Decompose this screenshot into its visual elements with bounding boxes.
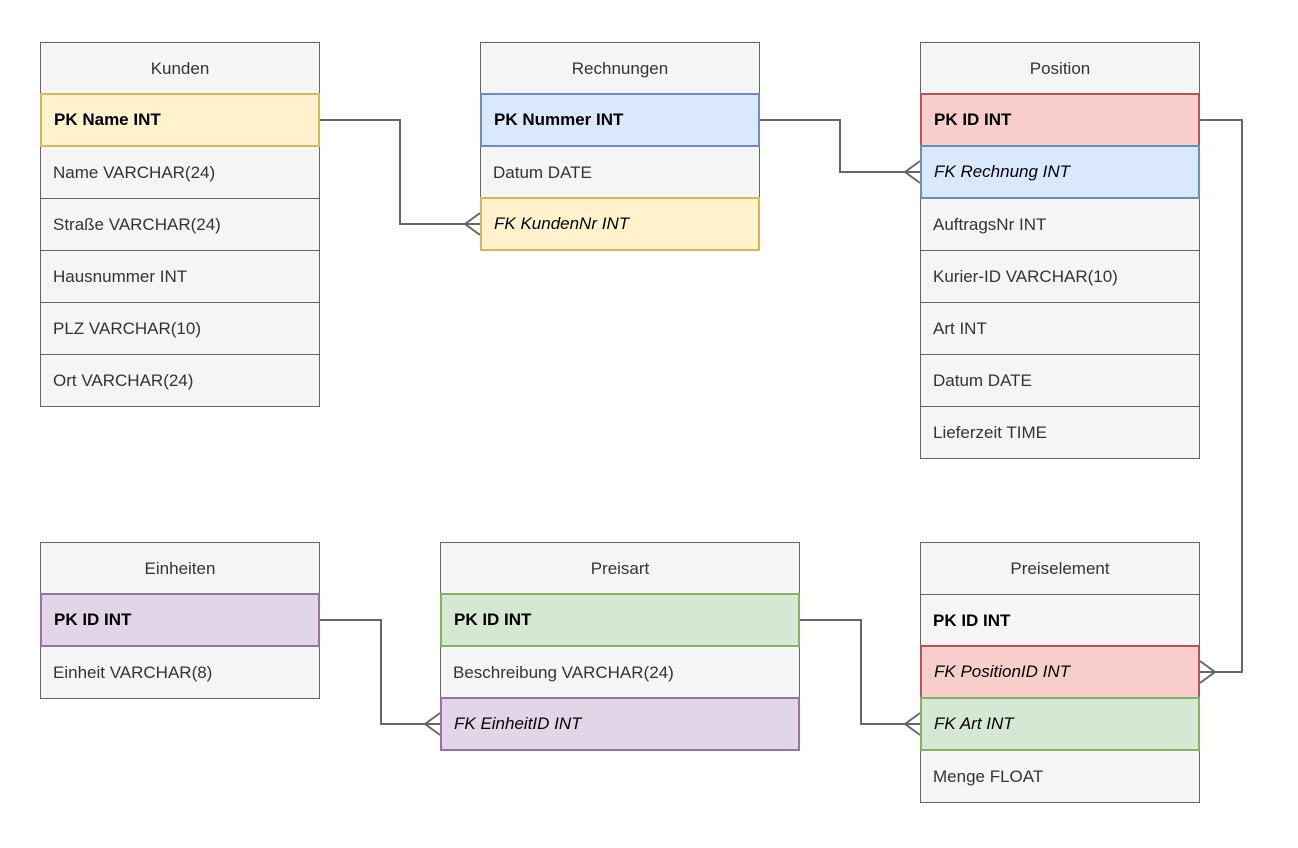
row-position-3[interactable]: Kurier-ID VARCHAR(10) — [920, 250, 1200, 303]
relationship-preisart-to-preiselement[interactable] — [800, 619, 921, 736]
row-label: AuftragsNr INT — [933, 214, 1047, 234]
row-kunden-4[interactable]: PLZ VARCHAR(10) — [40, 302, 320, 355]
row-label: PK ID INT — [933, 610, 1011, 630]
entity-header-position[interactable]: Position — [920, 42, 1200, 95]
row-label: Menge FLOAT — [933, 766, 1044, 786]
row-label: Hausnummer INT — [53, 266, 188, 286]
entity-rechnungen[interactable]: Rechnungen PK Nummer INT Datum DATE FK Kund… — [480, 42, 760, 251]
row-label: Kurier-ID VARCHAR(10) — [933, 266, 1118, 286]
row-position-4[interactable]: Art INT — [920, 302, 1200, 355]
row-label: PK ID INT — [934, 110, 1012, 129]
row-preisart-2[interactable]: FK EinheitID INT — [440, 697, 800, 751]
entity-header-preiselement[interactable]: Preiselement — [920, 542, 1200, 595]
row-label: Name VARCHAR(24) — [53, 162, 216, 182]
entity-position[interactable]: Position PK ID INT FK Rechnung INT Auftrags… — [920, 42, 1200, 459]
row-label: PK ID INT — [454, 610, 532, 629]
row-label: Art INT — [933, 318, 987, 338]
row-label: PK Nummer INT — [494, 110, 624, 129]
row-label: Datum DATE — [933, 370, 1032, 390]
entity-preisart[interactable]: Preisart PK ID INT Beschreibung VARCHAR(24… — [440, 542, 800, 751]
row-preiselement-0[interactable]: PK ID INT — [920, 594, 1200, 647]
row-label: FK KundenNr INT — [494, 214, 630, 233]
row-kunden-2[interactable]: Straße VARCHAR(24) — [40, 198, 320, 251]
entity-title: Kunden — [150, 58, 210, 78]
entity-header-rechnungen[interactable]: Rechnungen — [480, 42, 760, 95]
entity-preiselement[interactable]: Preiselement PK ID INT FK PositionID INT FK… — [920, 542, 1200, 803]
row-kunden-1[interactable]: Name VARCHAR(24) — [40, 146, 320, 199]
row-label: Datum DATE — [493, 162, 592, 182]
entity-header-kunden[interactable]: Kunden — [40, 42, 320, 95]
row-position-2[interactable]: AuftragsNr INT — [920, 198, 1200, 251]
relationship-position-to-preiselement[interactable] — [1199, 119, 1243, 684]
row-preiselement-2[interactable]: FK Art INT — [920, 697, 1200, 751]
row-einheiten-0[interactable]: PK ID INT — [40, 593, 320, 647]
row-label: PK Name INT — [54, 110, 161, 129]
row-preiselement-3[interactable]: Menge FLOAT — [920, 750, 1200, 803]
row-rechnungen-2[interactable]: FK KundenNr INT — [480, 197, 760, 251]
entity-title: Rechnungen — [571, 58, 669, 78]
entity-title: Position — [1029, 58, 1091, 78]
row-label: Einheit VARCHAR(8) — [53, 662, 213, 682]
row-label: Straße VARCHAR(24) — [53, 214, 221, 234]
row-label: Ort VARCHAR(24) — [53, 370, 194, 390]
entity-title: Preisart — [590, 558, 650, 578]
row-kunden-5[interactable]: Ort VARCHAR(24) — [40, 354, 320, 407]
relationship-kunden-to-rechnungen[interactable] — [320, 119, 481, 236]
relationship-rechnungen-to-position[interactable] — [760, 119, 921, 184]
row-label: PLZ VARCHAR(10) — [53, 318, 201, 338]
row-position-5[interactable]: Datum DATE — [920, 354, 1200, 407]
entity-title: Preiselement — [1010, 558, 1110, 578]
row-label: FK EinheitID INT — [454, 714, 582, 733]
row-preisart-0[interactable]: PK ID INT — [440, 593, 800, 647]
entity-kunden[interactable]: Kunden PK Name INT Name VARCHAR(24) Straße … — [40, 42, 320, 407]
row-kunden-0[interactable]: PK Name INT — [40, 93, 320, 147]
row-preiselement-1[interactable]: FK PositionID INT — [920, 645, 1200, 699]
row-rechnungen-1[interactable]: Datum DATE — [480, 146, 760, 199]
relationship-einheiten-to-preisart[interactable] — [320, 619, 441, 736]
row-label: FK Art INT — [934, 714, 1014, 733]
row-preisart-1[interactable]: Beschreibung VARCHAR(24) — [440, 646, 800, 699]
row-label: FK PositionID INT — [934, 662, 1071, 681]
row-label: Beschreibung VARCHAR(24) — [453, 662, 674, 682]
entity-einheiten[interactable]: Einheiten PK ID INT Einheit VARCHAR(8) — [40, 542, 320, 699]
entity-header-einheiten[interactable]: Einheiten — [40, 542, 320, 595]
row-rechnungen-0[interactable]: PK Nummer INT — [480, 93, 760, 147]
entity-header-preisart[interactable]: Preisart — [440, 542, 800, 595]
row-position-0[interactable]: PK ID INT — [920, 93, 1200, 147]
row-position-1[interactable]: FK Rechnung INT — [920, 145, 1200, 199]
row-label: FK Rechnung INT — [934, 162, 1071, 181]
entity-title: Einheiten — [144, 558, 216, 578]
row-label: Lieferzeit TIME — [933, 422, 1048, 442]
row-position-6[interactable]: Lieferzeit TIME — [920, 406, 1200, 459]
row-kunden-3[interactable]: Hausnummer INT — [40, 250, 320, 303]
row-einheiten-1[interactable]: Einheit VARCHAR(8) — [40, 646, 320, 699]
row-label: PK ID INT — [54, 610, 132, 629]
